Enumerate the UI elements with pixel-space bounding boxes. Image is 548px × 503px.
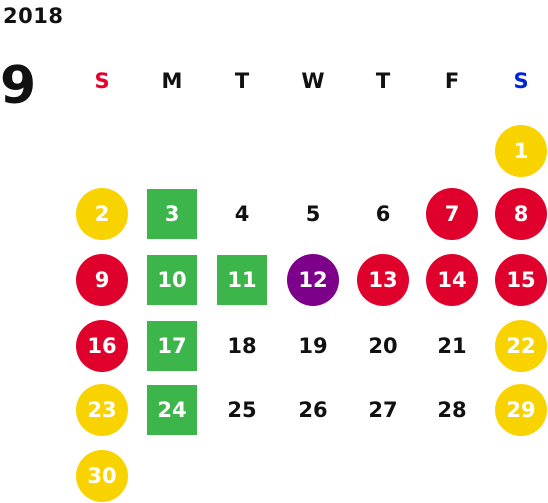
day-cell[interactable]: 9: [76, 254, 128, 306]
weekday-label: W: [301, 69, 325, 93]
day-cell[interactable]: 5: [287, 188, 339, 240]
weekday-label: T: [234, 69, 250, 93]
day-cell[interactable]: 25: [216, 384, 268, 436]
day-cell[interactable]: 29: [495, 384, 547, 436]
day-number: 8: [513, 201, 529, 226]
day-number: 7: [444, 201, 460, 226]
day-number: 18: [227, 333, 257, 358]
day-number: 14: [437, 267, 467, 292]
day-cell[interactable]: 1: [495, 125, 547, 177]
day-cell[interactable]: 20: [357, 320, 409, 372]
day-number: 13: [368, 267, 398, 292]
day-number: 24: [157, 397, 187, 422]
calendar-month: 9: [0, 56, 37, 116]
day-number: 5: [305, 201, 321, 226]
weekday-label: S: [94, 69, 110, 93]
day-number: 28: [437, 397, 467, 422]
day-cell[interactable]: 8: [495, 188, 547, 240]
day-number: 10: [157, 267, 187, 292]
day-cell[interactable]: 24: [147, 385, 197, 435]
day-number: 11: [227, 267, 257, 292]
day-cell[interactable]: 23: [76, 384, 128, 436]
day-number: 6: [375, 201, 391, 226]
weekday-label: T: [375, 69, 391, 93]
weekday-label: F: [444, 69, 460, 93]
day-number: 19: [298, 333, 328, 358]
day-cell[interactable]: 16: [76, 320, 128, 372]
day-number: 17: [157, 333, 187, 358]
day-cell[interactable]: 22: [495, 320, 547, 372]
day-number: 4: [234, 201, 250, 226]
day-cell[interactable]: 21: [426, 320, 478, 372]
day-number: 27: [368, 397, 398, 422]
day-cell[interactable]: 4: [216, 188, 268, 240]
day-cell[interactable]: 14: [426, 254, 478, 306]
day-cell[interactable]: 2: [76, 188, 128, 240]
day-number: 21: [437, 333, 467, 358]
day-number: 29: [506, 397, 536, 422]
weekday-label: M: [161, 69, 183, 93]
day-number: 25: [227, 397, 257, 422]
day-number: 15: [506, 267, 536, 292]
day-number: 1: [513, 138, 529, 163]
day-cell[interactable]: 30: [76, 450, 128, 502]
day-number: 26: [298, 397, 328, 422]
calendar-year: 2018: [3, 4, 64, 28]
day-number: 3: [164, 201, 180, 226]
day-cell[interactable]: 3: [147, 189, 197, 239]
day-cell[interactable]: 13: [357, 254, 409, 306]
day-number: 20: [368, 333, 398, 358]
day-cell[interactable]: 6: [357, 188, 409, 240]
day-cell[interactable]: 12: [287, 254, 339, 306]
day-number: 12: [298, 267, 328, 292]
day-cell[interactable]: 11: [217, 255, 267, 305]
day-cell[interactable]: 7: [426, 188, 478, 240]
day-cell[interactable]: 26: [287, 384, 339, 436]
day-number: 16: [87, 333, 117, 358]
weekday-label: S: [513, 69, 529, 93]
day-number: 2: [94, 201, 110, 226]
day-cell[interactable]: 28: [426, 384, 478, 436]
day-cell[interactable]: 18: [216, 320, 268, 372]
day-number: 23: [87, 397, 117, 422]
day-cell[interactable]: 27: [357, 384, 409, 436]
day-cell[interactable]: 17: [147, 321, 197, 371]
day-cell[interactable]: 15: [495, 254, 547, 306]
day-cell[interactable]: 10: [147, 255, 197, 305]
day-number: 30: [87, 463, 117, 488]
day-cell[interactable]: 19: [287, 320, 339, 372]
day-number: 22: [506, 333, 536, 358]
day-number: 9: [94, 267, 110, 292]
